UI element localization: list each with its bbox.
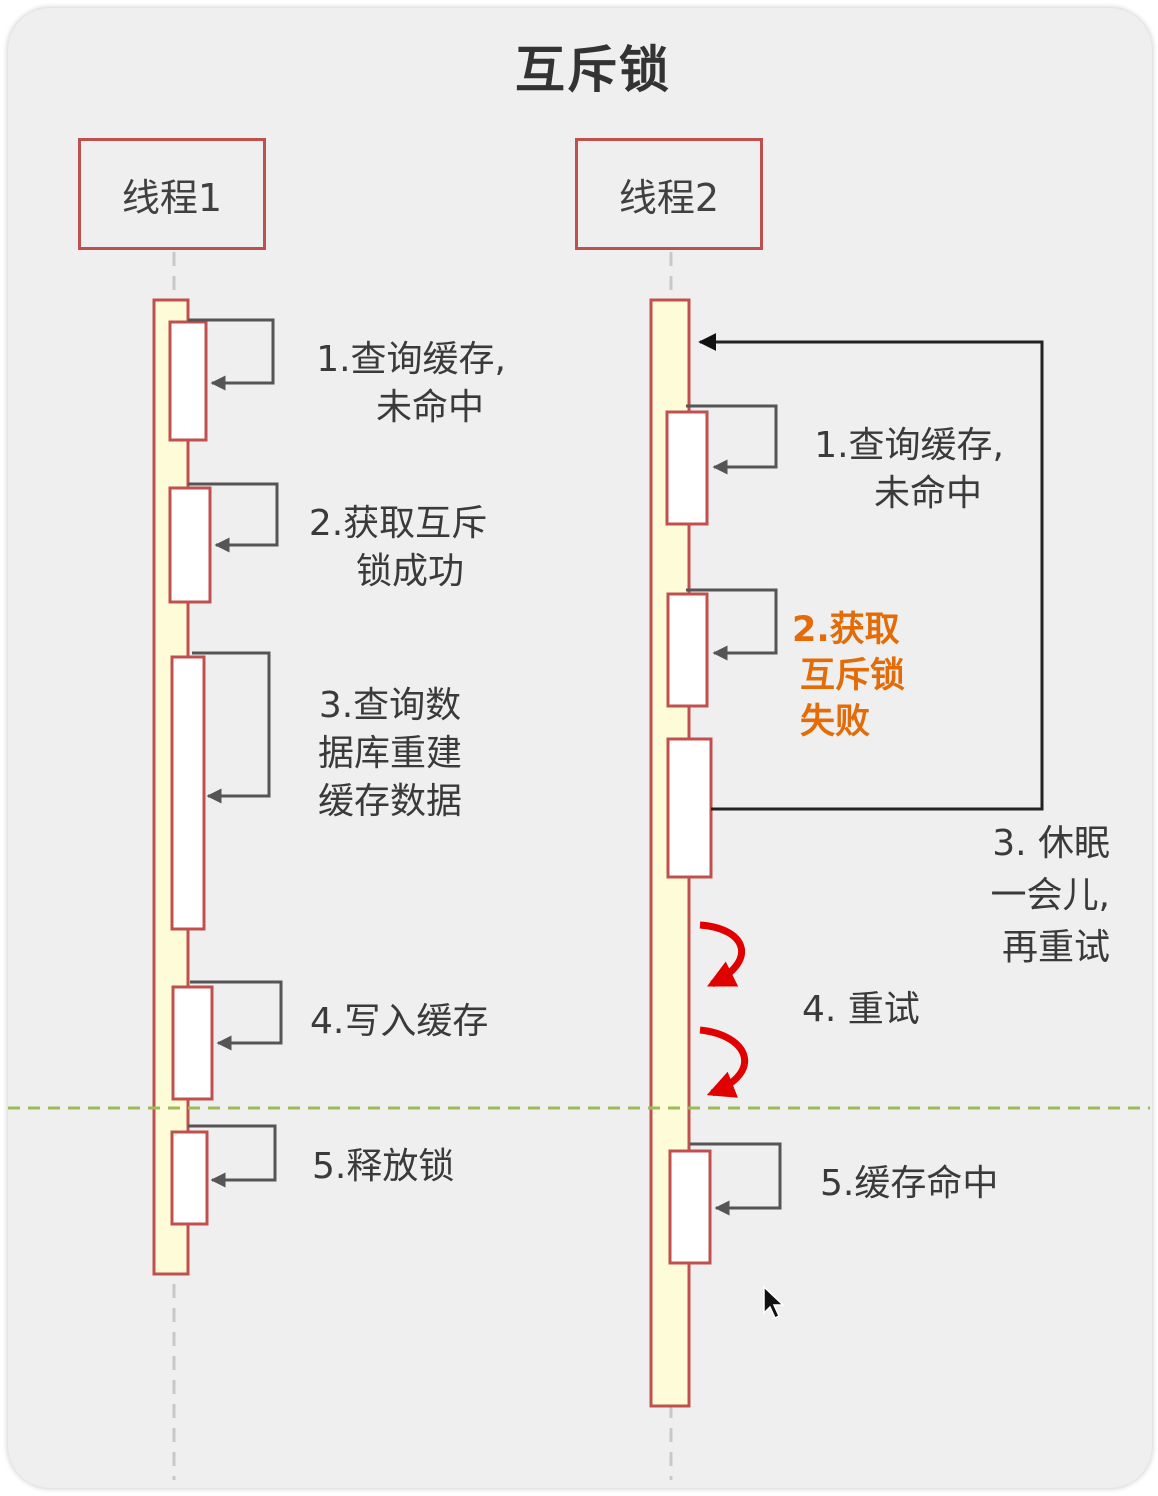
retry-arrow-2 bbox=[699, 1026, 748, 1098]
thread1-name: 线程1 bbox=[121, 175, 223, 220]
thread1-header: 线程1 bbox=[78, 138, 266, 250]
t2-step2-line3: 失败 bbox=[800, 702, 871, 742]
mouse-cursor-icon bbox=[763, 1285, 785, 1320]
t2-activation-2 bbox=[666, 592, 709, 708]
retry-arrow-1 bbox=[699, 921, 746, 988]
t2-step1-label: 1.查询缓存, 未命中 bbox=[794, 422, 1004, 518]
t2-self-arrow-5 bbox=[690, 1142, 782, 1216]
t1-self-arrow-1 bbox=[188, 318, 275, 391]
t1-step5-label: 5.释放锁 bbox=[312, 1146, 455, 1187]
t1-step3-line1: 3.查询数 bbox=[318, 685, 462, 726]
t1-self-arrow-3 bbox=[192, 651, 271, 804]
t2-step2-line2: 互斥锁 bbox=[800, 656, 906, 696]
thread2-header: 线程2 bbox=[575, 138, 763, 250]
t1-activation-3 bbox=[170, 655, 206, 931]
t1-step2-line2: 锁成功 bbox=[355, 551, 464, 592]
t2-step2-label: 2.获取 互斥锁 失败 bbox=[792, 607, 905, 745]
t1-activation-4 bbox=[171, 985, 214, 1101]
t2-step2-line1: 2.获取 bbox=[792, 610, 900, 650]
t2-step3-line1: 3. 休眠 bbox=[992, 823, 1110, 864]
t2-step5-label: 5.缓存命中 bbox=[820, 1163, 999, 1204]
t1-step4-label: 4.写入缓存 bbox=[310, 1001, 489, 1042]
t2-activation-1 bbox=[665, 410, 709, 526]
t2-step1-line1: 1.查询缓存, bbox=[814, 425, 1004, 466]
t2-step1-line2: 未命中 bbox=[873, 473, 982, 514]
t1-step2-label: 2.获取互斥 锁成功 bbox=[298, 500, 498, 596]
t1-self-arrow-2 bbox=[188, 482, 279, 553]
t1-step1-label: 1.查询缓存, 未命中 bbox=[296, 336, 506, 432]
t1-step3-line2: 据库重建 bbox=[317, 733, 462, 774]
diagram-title: 互斥锁 bbox=[515, 41, 671, 99]
t2-self-arrow-2 bbox=[686, 588, 778, 661]
t1-self-arrow-4 bbox=[190, 980, 283, 1051]
t1-activation-1 bbox=[168, 320, 208, 442]
t1-step1-line2: 未命中 bbox=[375, 387, 484, 428]
t1-activation-2 bbox=[168, 486, 212, 604]
t2-step3-line2: 一会儿, bbox=[990, 875, 1110, 916]
t2-step3-label: 3. 休眠 一会儿, 再重试 bbox=[956, 818, 1110, 974]
t2-step3-line3: 再重试 bbox=[1001, 927, 1110, 968]
t2-activation-5 bbox=[668, 1149, 712, 1265]
t1-activation-5 bbox=[170, 1130, 209, 1226]
t1-step2-line1: 2.获取互斥 bbox=[308, 503, 488, 544]
t1-step3-label: 3.查询数 据库重建 缓存数据 bbox=[300, 682, 480, 826]
t1-step3-line3: 缓存数据 bbox=[317, 781, 462, 822]
t2-step4-label: 4. 重试 bbox=[802, 989, 920, 1030]
t2-self-arrow-1 bbox=[686, 404, 778, 475]
thread2-name: 线程2 bbox=[618, 175, 720, 220]
t2-loop-arrow bbox=[698, 333, 1044, 811]
t1-step1-line1: 1.查询缓存, bbox=[316, 339, 506, 380]
t2-activation-3 bbox=[666, 737, 713, 879]
t1-self-arrow-5 bbox=[188, 1124, 277, 1188]
